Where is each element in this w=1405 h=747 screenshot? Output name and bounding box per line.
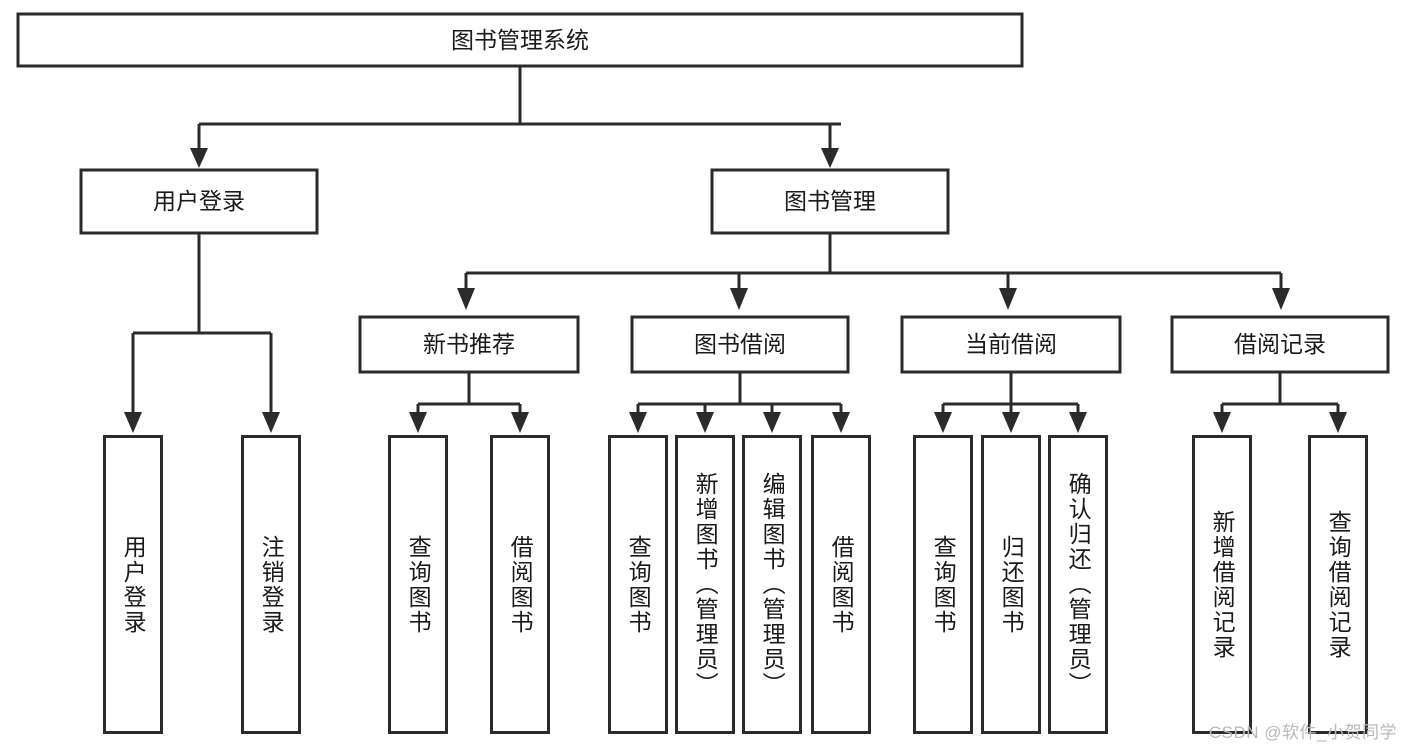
arrowhead-leaf-query-book-2 xyxy=(629,412,647,433)
arrowhead-user-login xyxy=(190,148,208,168)
leaf-label-query-book-3: 查询图书 xyxy=(930,534,957,635)
leaf-label-confirm-return: 确认归还（管理员） xyxy=(1065,472,1092,697)
node-book-borrow-label: 图书借阅 xyxy=(694,331,786,357)
leaf-label-add-book: 新增图书（管理员） xyxy=(692,472,719,697)
arrowhead-borrow-record xyxy=(1272,288,1290,310)
leaf-node-add-record[interactable]: 新增借阅记录 xyxy=(1192,435,1252,734)
leaf-label-query-record: 查询借阅记录 xyxy=(1325,509,1352,660)
node-new-book-recommend-label: 新书推荐 xyxy=(423,331,515,357)
node-root[interactable]: 图书管理系统 xyxy=(16,12,1024,68)
arrowhead-leaf-user-login xyxy=(124,412,142,433)
arrowhead-leaf-confirm-return xyxy=(1069,412,1087,433)
arrowhead-leaf-query-book-3 xyxy=(934,412,952,433)
leaf-label-borrow-book-2: 借阅图书 xyxy=(828,534,855,635)
leaf-node-add-book[interactable]: 新增图书（管理员） xyxy=(675,435,735,734)
node-book-borrow[interactable]: 图书借阅 xyxy=(630,315,850,374)
node-borrow-record[interactable]: 借阅记录 xyxy=(1170,315,1390,374)
arrowhead-book-management xyxy=(821,148,839,168)
leaf-node-borrow-book-1[interactable]: 借阅图书 xyxy=(490,435,550,734)
leaf-node-return-book[interactable]: 归还图书 xyxy=(981,435,1041,734)
node-borrow-record-label: 借阅记录 xyxy=(1234,331,1326,357)
arrowhead-leaf-add-book xyxy=(696,412,714,433)
leaf-node-query-book-2[interactable]: 查询图书 xyxy=(608,435,668,734)
leaf-label-return-book: 归还图书 xyxy=(998,534,1025,635)
leaf-label-logout: 注销登录 xyxy=(258,534,285,635)
node-current-borrow-box xyxy=(900,315,1122,374)
node-book-management[interactable]: 图书管理 xyxy=(710,168,950,235)
arrowhead-leaf-borrow-book-1 xyxy=(511,412,529,433)
arrowhead-leaf-query-record xyxy=(1329,412,1347,433)
leaf-label-borrow-book-1: 借阅图书 xyxy=(507,534,534,635)
arrowhead-leaf-borrow-book-2 xyxy=(832,412,850,433)
node-current-borrow[interactable]: 当前借阅 xyxy=(900,315,1122,374)
leaf-label-user-login: 用户登录 xyxy=(120,534,147,635)
arrowhead-leaf-edit-book xyxy=(763,412,781,433)
leaf-node-logout[interactable]: 注销登录 xyxy=(241,435,301,734)
leaf-node-query-record[interactable]: 查询借阅记录 xyxy=(1308,435,1368,734)
arrowhead-leaf-query-book-1 xyxy=(409,412,427,433)
node-book-management-label: 图书管理 xyxy=(784,188,876,214)
leaf-node-edit-book[interactable]: 编辑图书（管理员） xyxy=(742,435,802,734)
arrowhead-leaf-logout xyxy=(262,412,280,433)
leaf-label-query-book-2: 查询图书 xyxy=(625,534,652,635)
node-current-borrow-label: 当前借阅 xyxy=(965,331,1057,357)
leaf-label-add-record: 新增借阅记录 xyxy=(1209,509,1236,660)
arrowhead-book-borrow xyxy=(730,288,748,310)
arrowhead-leaf-return-book xyxy=(1002,412,1020,433)
arrowhead-current-borrow xyxy=(999,288,1017,310)
node-user-login[interactable]: 用户登录 xyxy=(79,168,319,235)
leaf-node-confirm-return[interactable]: 确认归还（管理员） xyxy=(1048,435,1108,734)
node-new-book-recommend[interactable]: 新书推荐 xyxy=(358,315,580,374)
leaf-node-user-login[interactable]: 用户登录 xyxy=(103,435,163,734)
leaf-label-query-book-1: 查询图书 xyxy=(405,534,432,635)
node-root-label: 图书管理系统 xyxy=(451,27,589,53)
node-user-login-label: 用户登录 xyxy=(153,188,245,214)
node-root-box xyxy=(16,12,1024,68)
node-new-book-recommend-box xyxy=(358,315,580,374)
leaf-node-borrow-book-2[interactable]: 借阅图书 xyxy=(811,435,871,734)
leaf-label-edit-book: 编辑图书（管理员） xyxy=(759,472,786,697)
leaf-node-query-book-1[interactable]: 查询图书 xyxy=(388,435,448,734)
arrowhead-new-book-recommend xyxy=(457,288,475,310)
leaf-node-query-book-3[interactable]: 查询图书 xyxy=(913,435,973,734)
arrowhead-leaf-add-record xyxy=(1213,412,1231,433)
